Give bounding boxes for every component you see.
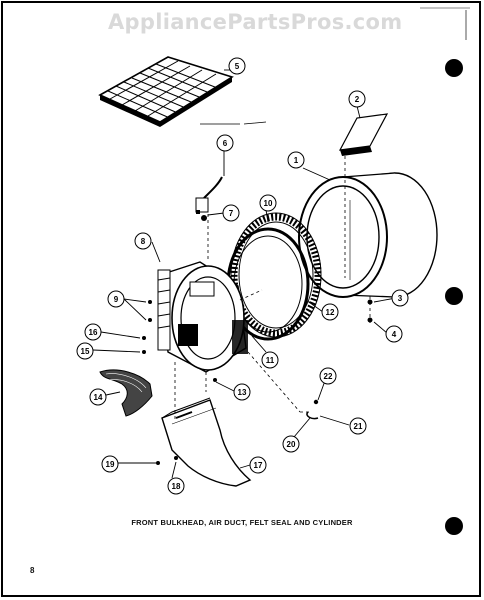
part-1-cylinder: [298, 172, 438, 298]
callout-21: 21: [354, 422, 363, 431]
part-2-block: [338, 113, 389, 156]
callout-15-circle: [76, 342, 94, 360]
part-14-housing: [99, 369, 153, 417]
part-5-rack: [98, 56, 234, 127]
callout-12: 12: [326, 308, 335, 317]
callout-9: 9: [114, 295, 119, 304]
callout-21-circle: [349, 417, 367, 435]
watermark-text: AppliancePartsPros.com: [108, 10, 403, 34]
callout-16: 16: [89, 328, 98, 337]
binder-hole-bottom: [445, 517, 463, 535]
callout-19: 19: [106, 460, 115, 469]
callout-14: 14: [94, 393, 103, 402]
part-21-bracket: [306, 399, 319, 420]
callout-12-circle: [321, 303, 339, 321]
part-6-sensor: [195, 176, 223, 221]
fasteners: [142, 210, 373, 465]
callout-20-circle: [282, 435, 300, 453]
page-number: 8: [30, 566, 35, 575]
callout-22-circle: [319, 367, 337, 385]
callout-16-circle: [84, 323, 102, 341]
callout-18: 18: [172, 482, 181, 491]
assembly-lines: [174, 150, 371, 420]
binder-hole-top: [445, 59, 463, 77]
leader-lines: [92, 69, 397, 479]
callout-13-circle: [233, 383, 251, 401]
callout-4-circle: [385, 325, 403, 343]
callout-13: 13: [238, 388, 247, 397]
callout-6: 6: [223, 139, 228, 148]
callout-2-circle: [348, 90, 366, 108]
callout-11: 11: [266, 356, 275, 365]
binder-hole-middle: [445, 287, 463, 305]
callout-7: 7: [229, 209, 234, 218]
callout-15: 15: [81, 347, 90, 356]
callout-3-circle: [391, 289, 409, 307]
callout-14-circle: [89, 388, 107, 406]
callout-10: 10: [264, 199, 273, 208]
callout-17-circle: [249, 456, 267, 474]
callout-1-circle: [287, 151, 305, 169]
callout-22: 22: [324, 372, 333, 381]
callout-7-circle: [222, 204, 240, 222]
callout-5-circle: [228, 57, 246, 75]
callout-9-circle: [107, 290, 125, 308]
callout-18-circle: [167, 477, 185, 495]
part-8-bulkhead: [157, 261, 248, 373]
callout-17: 17: [254, 461, 263, 470]
callout-19-circle: [101, 455, 119, 473]
diagram-caption: FRONT BULKHEAD, AIR DUCT, FELT SEAL AND …: [131, 518, 353, 527]
callout-20: 20: [287, 440, 296, 449]
callout-8: 8: [141, 237, 146, 246]
callout-4: 4: [392, 330, 397, 339]
callout-11-circle: [261, 351, 279, 369]
callout-2: 2: [355, 95, 360, 104]
callout-5: 5: [235, 62, 240, 71]
callout-10-circle: [259, 194, 277, 212]
callout-8-circle: [134, 232, 152, 250]
callouts: [76, 57, 409, 495]
part-17-air-duct: [161, 397, 252, 487]
callout-3: 3: [398, 294, 403, 303]
callout-1: 1: [294, 156, 299, 165]
callout-labels: 5 2 1 6 7 10 8 9 3 12 16 4 15 11 22 13 1…: [81, 62, 403, 491]
callout-6-circle: [216, 134, 234, 152]
